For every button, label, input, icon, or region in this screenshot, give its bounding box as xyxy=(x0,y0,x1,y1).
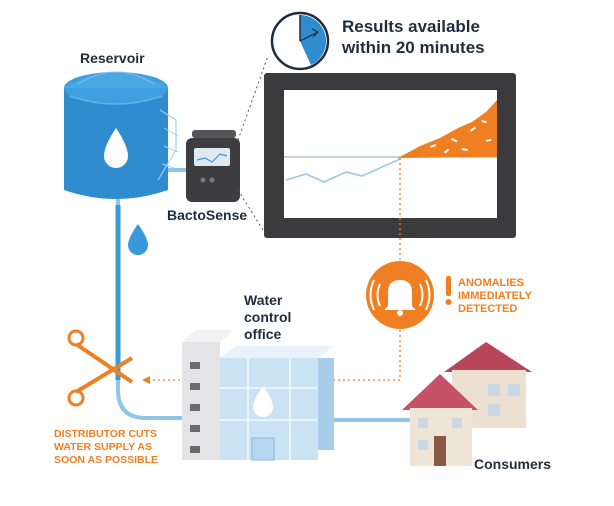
distributor-label-line1: DISTRIBUTOR CUTS xyxy=(54,428,158,440)
distributor-label-line3: SOON AS POSSIBLE xyxy=(54,454,159,466)
reservoir-label: Reservoir xyxy=(80,50,145,66)
distributor-label: DISTRIBUTOR CUTS WATER SUPPLY AS SOON AS… xyxy=(54,428,158,467)
alarm-bell-icon xyxy=(366,261,434,329)
water-drop-icon xyxy=(253,386,273,417)
office-label: Water control office xyxy=(244,292,291,343)
reservoir-tank xyxy=(64,71,179,199)
water-control-office xyxy=(182,330,334,461)
distributor-label-line2: WATER SUPPLY AS xyxy=(54,441,153,453)
office-label-line1: Water xyxy=(244,292,283,308)
office-label-line2: control xyxy=(244,309,292,325)
consumer-houses xyxy=(402,342,532,466)
office-label-line3: office xyxy=(244,326,282,342)
anomalies-label-line2: IMMEDIATELY xyxy=(458,290,532,302)
scissors-icon xyxy=(67,329,134,407)
bactosense-device xyxy=(186,130,240,202)
results-monitor xyxy=(264,73,516,238)
water-drop-icon xyxy=(104,128,128,168)
anomalies-label-line1: ANOMALIES xyxy=(458,277,524,289)
results-title: Results available within 20 minutes xyxy=(342,16,485,58)
anomaly-area xyxy=(398,100,497,158)
cut-arrow-head xyxy=(142,376,150,384)
anomalies-label: ANOMALIES IMMEDIATELY DETECTED xyxy=(458,277,532,316)
consumers-label: Consumers xyxy=(474,456,552,472)
results-title-line2: within 20 minutes xyxy=(342,38,485,57)
results-title-line1: Results available xyxy=(342,17,480,36)
anomalies-label-line3: DETECTED xyxy=(458,303,518,315)
alarm-signal-line xyxy=(150,158,401,381)
water-drop-icon xyxy=(128,224,148,255)
device-label: BactoSense xyxy=(167,207,248,223)
clock-icon xyxy=(270,11,330,71)
exclamation-icon xyxy=(445,276,452,305)
